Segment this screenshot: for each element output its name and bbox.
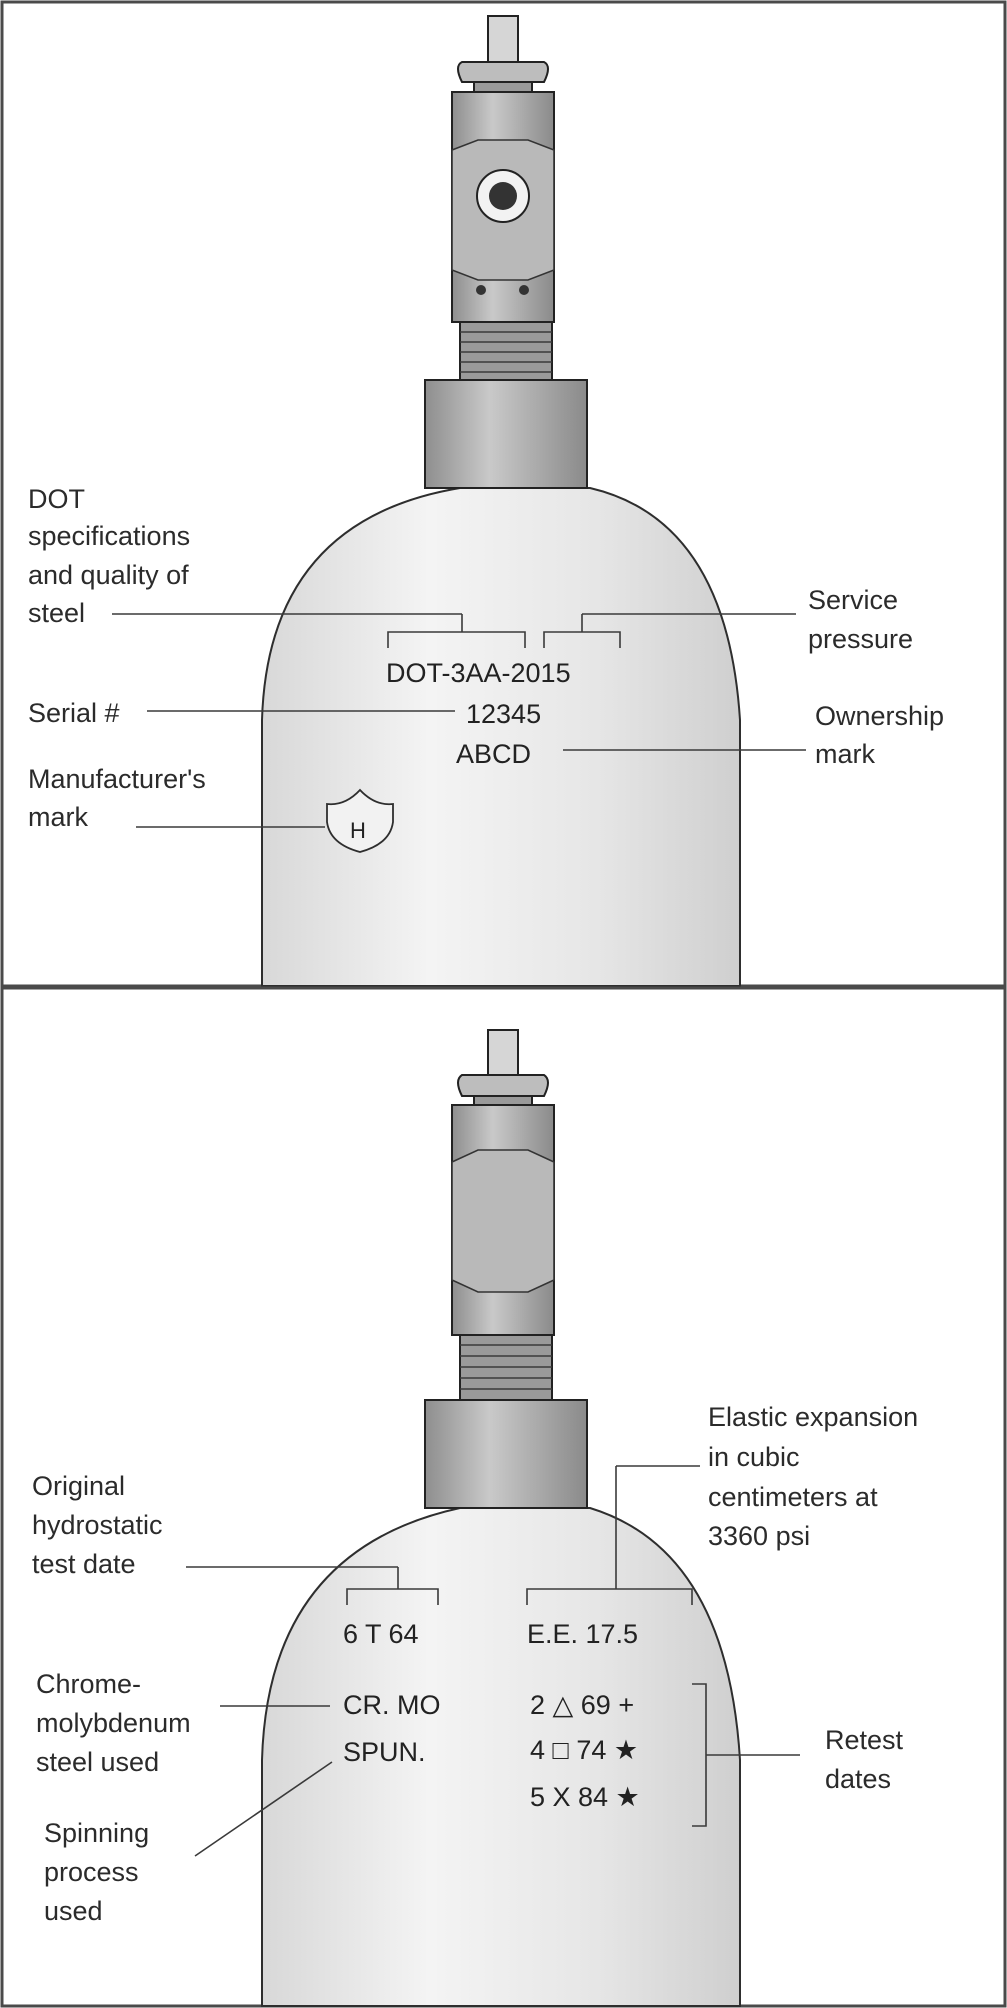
bottom-neck-collar bbox=[424, 1399, 588, 1509]
bottom-valve-threads bbox=[459, 1334, 553, 1401]
bottom-cylinder-body bbox=[261, 1507, 741, 2007]
stamp-elastic-value: E.E. 17.5 bbox=[527, 1619, 638, 1649]
label-dot-specifications: DOT specifications and quality of steel bbox=[28, 484, 198, 628]
stamp-retest-line-3: 5 X 84 ★ bbox=[530, 1782, 640, 1812]
stamp-owner-code: ABCD bbox=[456, 739, 531, 769]
label-spinning-process: Spinning process used bbox=[44, 1818, 157, 1926]
top-cylinder-body bbox=[261, 487, 741, 987]
label-elastic-expansion: Elastic expansion in cubic centimeters a… bbox=[708, 1402, 926, 1551]
label-retest-dates: Retest dates bbox=[825, 1725, 911, 1794]
manufacturer-symbol: H bbox=[350, 818, 366, 843]
label-serial: Serial # bbox=[28, 698, 120, 728]
bracket-service-pressure bbox=[543, 631, 621, 648]
label-chrome-molybdenum: Chrome- molybdenum steel used bbox=[36, 1669, 198, 1777]
bracket-test-date bbox=[346, 1588, 439, 1605]
top-valve-stem bbox=[487, 15, 519, 63]
stamp-retest-line-2: 4 □ 74 ★ bbox=[530, 1735, 638, 1765]
stamp-spec-line: DOT-3AA-2015 bbox=[386, 658, 571, 688]
stamp-test-date: 6 T 64 bbox=[343, 1619, 419, 1649]
bottom-valve-stem bbox=[487, 1029, 519, 1076]
label-manufacturer: Manufacturer's mark bbox=[28, 764, 213, 832]
stamp-process: SPUN. bbox=[343, 1737, 426, 1767]
label-ownership: Ownership mark bbox=[815, 701, 952, 769]
stamp-material: CR. MO bbox=[343, 1690, 441, 1720]
bottom-valve-nut bbox=[457, 1074, 549, 1097]
bracket-dot-spec bbox=[387, 631, 526, 648]
top-neck-collar bbox=[424, 379, 588, 489]
stamp-serial-number: 12345 bbox=[466, 699, 541, 729]
label-service-pressure: Service pressure bbox=[808, 585, 913, 654]
top-valve-nut bbox=[457, 61, 549, 83]
stamp-retest-line-1: 2 △ 69 + bbox=[530, 1690, 634, 1720]
top-panel: DOT specifications and quality of steel … bbox=[0, 0, 1007, 988]
bracket-elastic-expansion bbox=[526, 1588, 693, 1605]
label-original-test-date: Original hydrostatic test date bbox=[32, 1471, 170, 1579]
top-valve-threads bbox=[459, 321, 553, 381]
manufacturer-shield-icon bbox=[326, 788, 394, 853]
bottom-panel: Elastic expansion in cubic centimeters a… bbox=[0, 986, 1007, 2008]
